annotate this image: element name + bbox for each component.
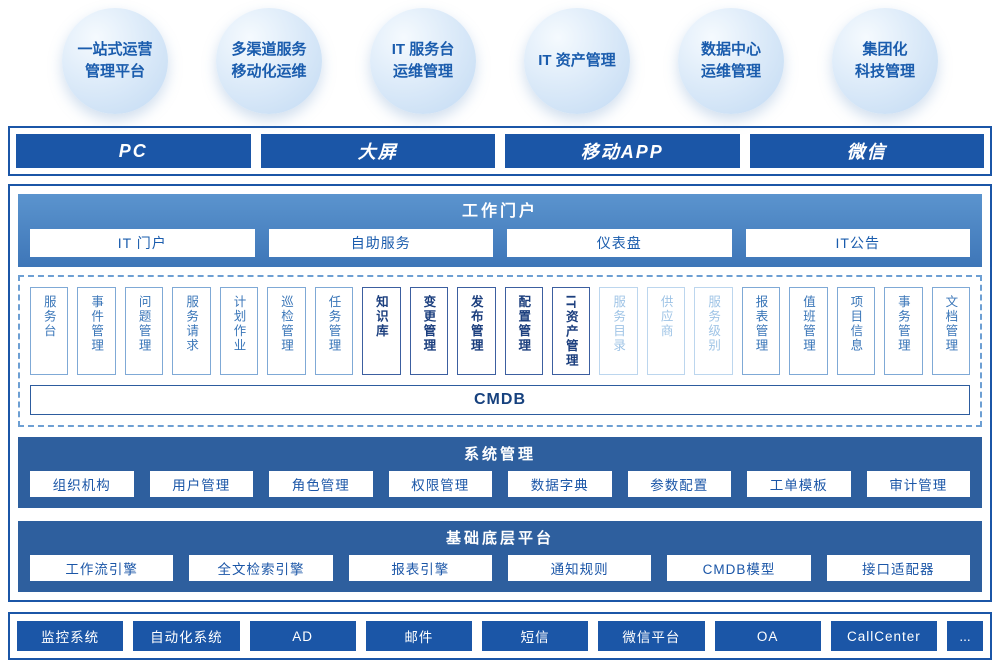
module-task-mgmt: 任务管理: [314, 287, 354, 375]
module-it-asset-mgmt: IT资产管理: [551, 287, 591, 375]
module-project-info: 项目信息: [836, 287, 876, 375]
module-service-level: 服务级别: [694, 287, 733, 375]
module-duty-mgmt: 值班管理: [789, 287, 828, 375]
module-label: 供应商: [658, 295, 673, 339]
system-item-data-dictionary: 数据字典: [508, 471, 612, 497]
module-label: 问题管理: [136, 295, 151, 353]
module-incident-mgmt: 事件管理: [77, 287, 116, 375]
module-inspection-mgmt: 巡检管理: [267, 287, 306, 375]
integration-email: 邮件: [365, 621, 472, 651]
module-config-mgmt: 配置管理: [504, 287, 543, 375]
work-portal-band: 工作门户 IT 门户 自助服务 仪表盘 IT公告: [18, 194, 982, 267]
system-item-parameter-config: 参数配置: [627, 471, 731, 497]
cmdb-bar: CMDB: [30, 385, 970, 415]
module-label: 报表管理: [753, 295, 768, 353]
module-label: 项目信息: [848, 295, 863, 353]
base-platform-title: 基础底层平台: [445, 530, 554, 547]
module-label: 服务台: [41, 295, 56, 339]
integration-monitoring-system: 监控系统: [17, 621, 124, 651]
platform-item-report-engine: 报表引擎: [348, 555, 492, 581]
system-item-organization: 组织机构: [30, 471, 134, 497]
module-document-mgmt: 文档管理: [931, 287, 971, 375]
channels-bar: PC 大屏 移动APP 微信: [8, 126, 992, 176]
itsm-modules-zone: 服务台 事件管理 问题管理 服务请求 计划作业 巡检管理 任务管理 知识库 变更…: [18, 275, 982, 427]
bubble-label: 一站式运营 管理平台: [77, 41, 153, 80]
module-label: 发布管理: [468, 295, 483, 353]
system-item-ticket-template: 工单模板: [747, 471, 851, 497]
portal-item-it-announcement: IT公告: [745, 229, 970, 257]
bubble-label: 多渠道服务 移动化运维: [231, 41, 307, 80]
capability-bubble-multichannel: 多渠道服务 移动化运维: [216, 8, 322, 114]
system-item-audit-mgmt: 审计管理: [866, 471, 970, 497]
system-item-role-mgmt: 角色管理: [269, 471, 373, 497]
integrations-bar: 监控系统 自动化系统 AD 邮件 短信 微信平台 OA CallCenter .…: [8, 612, 992, 660]
module-label: 服务级别: [706, 295, 721, 353]
module-label: 服务请求: [184, 295, 199, 353]
work-portal-title: 工作门户: [461, 203, 538, 220]
module-label: 事务管理: [895, 295, 910, 353]
module-label: IT资产管理: [563, 295, 578, 369]
capability-bubble-it-asset: IT 资产管理: [524, 8, 630, 114]
module-label: 计划作业: [231, 295, 246, 353]
base-platform-section: 基础底层平台 工作流引擎 全文检索引擎 报表引擎 通知规则 CMDB模型 接口适…: [18, 521, 982, 592]
integration-more-ellipsis: ...: [947, 621, 983, 651]
integration-ad: AD: [249, 621, 356, 651]
portal-item-dashboard: 仪表盘: [507, 229, 732, 257]
base-platform-items: 工作流引擎 全文检索引擎 报表引擎 通知规则 CMDB模型 接口适配器: [30, 555, 970, 581]
platform-item-notification-rules: 通知规则: [507, 555, 652, 581]
module-label: 服务目录: [611, 295, 626, 353]
module-label: 变更管理: [421, 295, 436, 353]
platform-item-cmdb-model: CMDB模型: [667, 555, 811, 581]
integration-callcenter: CallCenter: [830, 621, 937, 651]
capability-bubble-datacenter: 数据中心 运维管理: [678, 8, 784, 114]
system-item-user-mgmt: 用户管理: [149, 471, 253, 497]
main-platform-frame: 工作门户 IT 门户 自助服务 仪表盘 IT公告 服务台 事件管理 问题管理 服…: [8, 184, 992, 602]
module-service-desk: 服务台: [30, 287, 69, 375]
module-knowledge-base: 知识库: [362, 287, 401, 375]
system-management-title: 系统管理: [463, 446, 536, 463]
bubble-label: 集团化 科技管理: [854, 41, 915, 80]
module-service-catalog: 服务目录: [599, 287, 638, 375]
module-supplier: 供应商: [646, 287, 686, 375]
portal-item-it-portal: IT 门户: [30, 229, 255, 257]
integration-oa: OA: [714, 621, 821, 651]
channel-pc: PC: [16, 134, 251, 168]
integration-automation-system: 自动化系统: [133, 621, 240, 651]
portal-item-self-service: 自助服务: [268, 229, 493, 257]
system-item-permission-mgmt: 权限管理: [388, 471, 492, 497]
platform-item-interface-adapter: 接口适配器: [826, 555, 970, 581]
capability-bubble-service-desk: IT 服务台 运维管理: [370, 8, 476, 114]
platform-item-fulltext-search: 全文检索引擎: [189, 555, 333, 581]
bubble-label: 数据中心 运维管理: [700, 41, 761, 80]
module-label: 任务管理: [326, 295, 341, 353]
capability-bubble-group-tech: 集团化 科技管理: [832, 8, 938, 114]
module-row: 服务台 事件管理 问题管理 服务请求 计划作业 巡检管理 任务管理 知识库 变更…: [30, 287, 971, 375]
module-label: 巡检管理: [278, 295, 293, 353]
module-label: 事件管理: [89, 295, 104, 353]
integration-wechat-platform: 微信平台: [598, 621, 705, 651]
module-label: 值班管理: [800, 295, 815, 353]
channel-wechat: 微信: [749, 134, 984, 168]
module-planned-jobs: 计划作业: [219, 287, 259, 375]
channel-big-screen: 大屏: [260, 134, 495, 168]
capability-bubbles-row: 一站式运营 管理平台 多渠道服务 移动化运维 IT 服务台 运维管理 IT 资产…: [0, 0, 1000, 122]
platform-item-workflow-engine: 工作流引擎: [30, 555, 174, 581]
system-management-items: 组织机构 用户管理 角色管理 权限管理 数据字典 参数配置 工单模板 审计管理: [30, 471, 970, 497]
work-portal-items: IT 门户 自助服务 仪表盘 IT公告: [30, 229, 970, 257]
module-release-mgmt: 发布管理: [457, 287, 496, 375]
module-affairs-mgmt: 事务管理: [884, 287, 923, 375]
bubble-label: IT 服务台 运维管理: [391, 41, 455, 80]
capability-bubble-one-stop-ops: 一站式运营 管理平台: [62, 8, 168, 114]
module-problem-mgmt: 问题管理: [124, 287, 164, 375]
system-management-section: 系统管理 组织机构 用户管理 角色管理 权限管理 数据字典 参数配置 工单模板 …: [18, 437, 982, 508]
module-report-mgmt: 报表管理: [741, 287, 781, 375]
bubble-label: IT 资产管理: [538, 52, 616, 70]
module-label: 文档管理: [943, 295, 958, 353]
module-label: 知识库: [373, 295, 388, 339]
module-service-request: 服务请求: [172, 287, 211, 375]
integration-sms: 短信: [482, 621, 589, 651]
module-label: 配置管理: [516, 295, 531, 353]
module-change-mgmt: 变更管理: [409, 287, 449, 375]
channel-mobile-app: 移动APP: [505, 134, 740, 168]
